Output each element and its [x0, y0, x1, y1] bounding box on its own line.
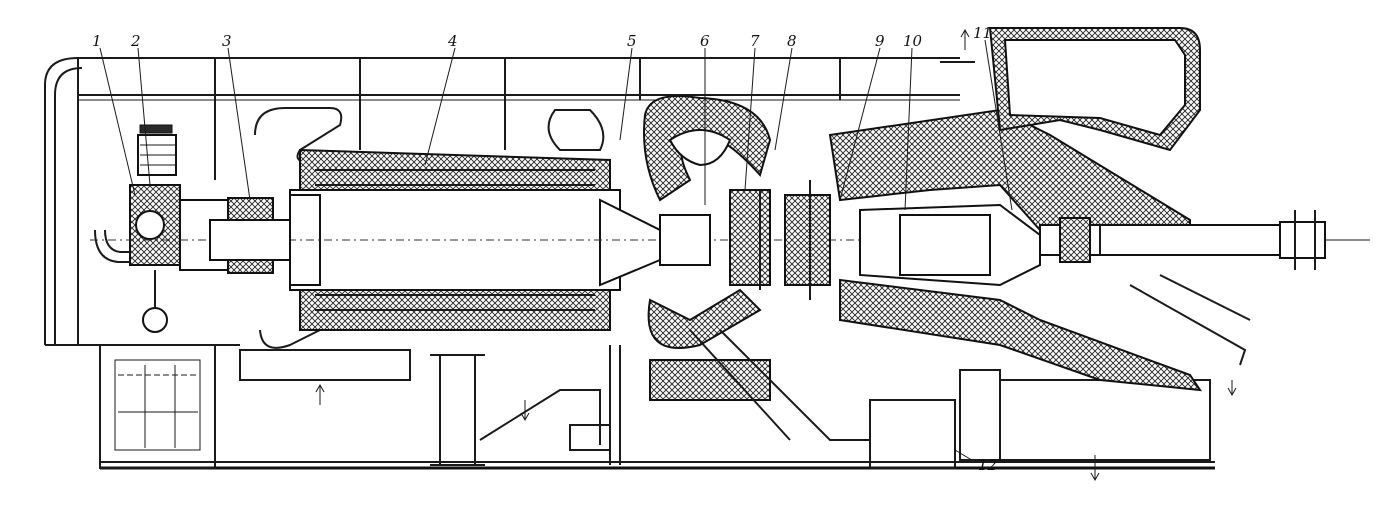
svg-text:1: 1 — [92, 32, 102, 50]
oil-tank — [118, 365, 198, 448]
callout-7: 7 — [744, 32, 760, 191]
turbine-rotor — [659, 180, 831, 300]
callout-12: 12 — [954, 449, 997, 474]
callout-11: 11 — [973, 24, 1013, 211]
svg-text:5: 5 — [627, 32, 637, 50]
svg-text:10: 10 — [903, 32, 923, 50]
electric-motor-starter — [137, 124, 177, 176]
compressor-section — [90, 107, 1370, 349]
svg-text:9: 9 — [875, 32, 885, 50]
callout-6: 6 — [700, 32, 710, 205]
callout-4: 4 — [424, 32, 458, 166]
svg-text:3: 3 — [222, 32, 232, 50]
svg-text:8: 8 — [787, 32, 797, 50]
callout-10: 10 — [903, 32, 923, 211]
combustion-chamber — [643, 95, 870, 441]
svg-text:2: 2 — [130, 32, 141, 50]
svg-text:7: 7 — [750, 32, 760, 50]
callout-5: 5 — [619, 32, 637, 141]
callout-2: 2 — [130, 32, 151, 186]
svg-text:12: 12 — [978, 456, 997, 474]
svg-text:6: 6 — [700, 32, 710, 50]
callout-9: 9 — [839, 32, 885, 201]
base-frame — [99, 344, 1215, 470]
svg-text:4: 4 — [447, 32, 458, 50]
callout-8: 8 — [774, 32, 797, 151]
exhaust-diffuser — [828, 108, 1203, 392]
callout-3: 3 — [222, 32, 251, 201]
output-shaft — [1039, 210, 1370, 270]
enclosure-frame — [44, 57, 975, 346]
svg-text:11: 11 — [973, 24, 992, 42]
flow-arrows — [315, 28, 1237, 482]
callouts: 1 2 3 4 5 6 7 8 — [92, 24, 1013, 474]
exhaust-duct — [988, 27, 1251, 366]
callout-1: 1 — [92, 32, 136, 196]
